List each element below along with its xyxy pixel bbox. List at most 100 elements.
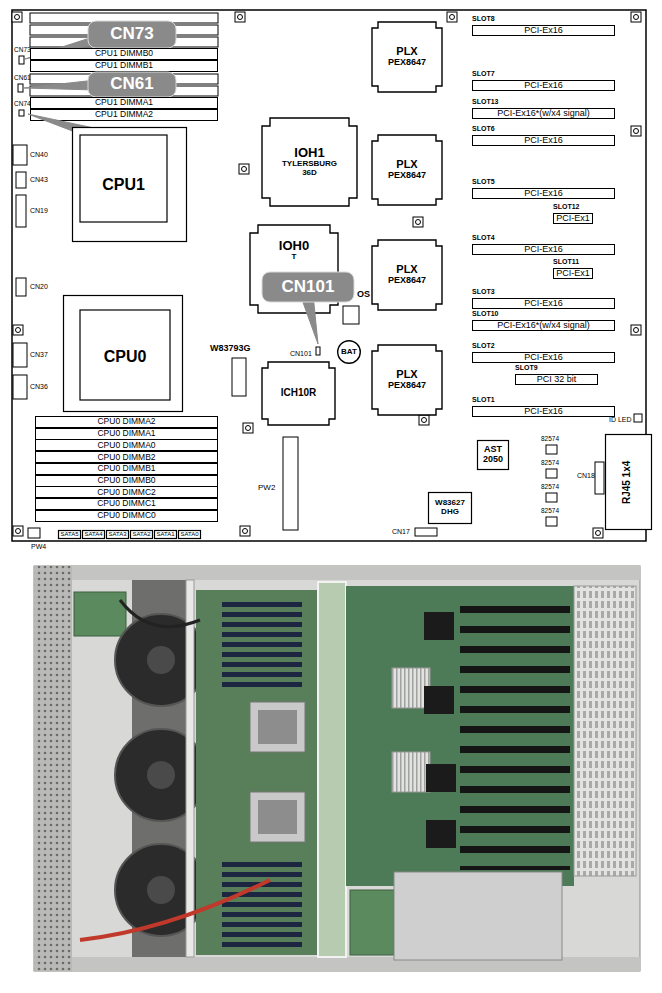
mounting-hole [246,426,251,431]
expansion-slot: SLOT8PCI-Ex16 [472,15,615,36]
connector-name: CN37 [30,351,48,358]
mounting-hole [419,415,429,425]
connector [16,278,26,296]
slot-name: SLOT5 [472,178,495,186]
box-outline [31,49,218,60]
box-outline [36,510,218,521]
cpu-board [196,590,318,955]
cpu-outline [80,310,170,400]
mounting-hole [13,526,23,536]
dimm-slot: CPU0 DIMMC0 [35,510,218,522]
mounting-hole [416,220,421,225]
chip-outline [372,345,442,415]
part-name: SATA5 [60,531,78,537]
rj45-jack: RJ45 1x4 [605,434,652,530]
box-outline [605,435,651,530]
box-outline [36,452,218,463]
mounting-hole [634,129,639,134]
chip-name: 82574 [541,484,559,491]
slot-name: SLOT8 [472,15,495,23]
connector-name: CN36 [30,383,48,390]
slot-name: SLOT13 [472,98,498,106]
part-name: PLX [396,46,417,58]
chip-package: PLXPEX8647 [372,345,442,415]
fan-connector [18,84,23,92]
cpu-label-area: CPU1 [80,176,167,193]
slot-name: SLOT10 [472,310,498,318]
part-detail: PEX8647 [388,276,426,286]
slot-outline: PCI-Ex1 [553,213,593,224]
box-outline [36,428,218,439]
mounting-hole [239,164,249,174]
chip-outline [372,135,442,205]
expansion-slot: SLOT9PCI 32 bit [515,364,598,385]
bmc-chip: AST 2050 [477,440,509,470]
part-detail: PEX8647 [388,381,426,391]
cable [120,600,200,627]
mounting-hole [413,217,423,227]
fan-connector [19,56,24,64]
chip-outline [372,22,442,92]
box-outline [478,441,509,470]
chip-package: PLXPEX8647 [372,22,442,92]
expansion-slot: SLOT2PCI-Ex16 [472,342,615,363]
expansion-slot: SLOT10PCI-Ex16*(w/x4 signal) [472,310,615,331]
chip-name: W83793G [210,344,251,353]
monitor-chip [232,358,246,396]
slot-outline: PCI-Ex16 [472,244,615,255]
battery: BAT [337,340,361,364]
connector-name: PW2 [258,484,275,492]
power-connector [283,437,298,530]
cpu-socket [258,800,297,834]
expansion-slot: SLOT3PCI-Ex16 [472,288,615,309]
mounting-hole [631,126,641,136]
part-name: CPU1 DIMMB1 [95,61,153,70]
chassis-wall [34,566,72,971]
led-name: ID LED [609,416,632,423]
heatsink [392,752,430,792]
lan-chip [546,517,557,526]
dimm-slot: CPU1 DIMMB0 [30,48,218,60]
slot-type: PCI-Ex1 [556,269,590,278]
slot-name: SLOT7 [472,70,495,78]
mounting-hole [447,12,457,22]
box-outline [107,531,129,539]
part-name: CPU1 DIMMA2 [95,110,153,119]
slot-type: PCI-Ex1 [556,214,590,223]
socket-outline [73,128,187,242]
expansion-slot: SLOT6PCI-Ex16 [472,125,615,146]
box-outline [36,475,218,486]
box-outline [36,498,218,509]
connector [13,343,27,367]
rear-panel [574,586,636,876]
box-outline [31,110,218,121]
part-name: CPU1 [80,176,167,193]
connector-name: CN74 [14,101,31,108]
box-outline [83,531,105,539]
dimm-slot: CPU0 DIMMA2 [35,416,218,428]
mounting-hole [422,418,427,423]
part-name: CN73 [110,25,153,43]
mounting-hole [593,528,603,538]
part-name: CPU0 DIMMA0 [97,441,155,450]
box-outline [36,417,218,428]
slot-outline: PCI-Ex16 [472,188,615,199]
riser-card [318,582,346,957]
chassis-floor [34,566,640,971]
part-name: ICH10R [281,388,317,399]
bios-chip [343,306,359,324]
fan-hub [147,876,175,904]
part-name: CPU0 DIMMB2 [97,453,155,462]
jumper [316,347,320,355]
part-name: CPU0 DIMMC0 [97,511,156,520]
callout-body [88,21,176,48]
part-detail: T [292,253,297,262]
expansion-slot: SLOT13PCI-Ex16*(w/x4 signal) [472,98,615,119]
lan-chip [546,469,557,478]
slot-outline: PCI 32 bit [515,374,598,385]
chip [424,686,454,714]
box-outline [59,531,81,539]
chip-package: PLXPEX8647 [372,240,442,310]
